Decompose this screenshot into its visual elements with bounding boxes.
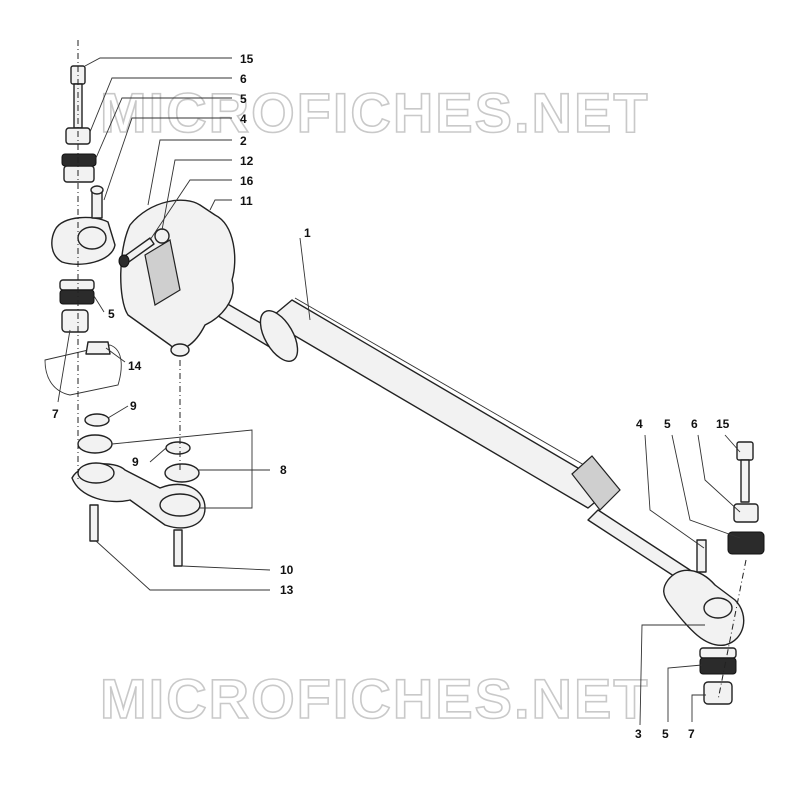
callout-15-left: 15 xyxy=(240,52,254,66)
frame-plate xyxy=(44,341,122,396)
bolt-13 xyxy=(89,504,99,542)
callout-5-left-bottom: 5 xyxy=(108,307,115,321)
watermark-bottom: MICROFICHES.NET xyxy=(100,667,650,730)
callout-7-left: 7 xyxy=(52,407,59,421)
bolt-15-right xyxy=(736,441,754,503)
callout-11: 11 xyxy=(240,194,253,208)
callout-15-right: 15 xyxy=(716,417,730,431)
callout-12: 12 xyxy=(240,154,254,168)
lower-bracket xyxy=(71,434,206,529)
callout-7-right: 7 xyxy=(688,727,695,741)
rod-end-right xyxy=(663,539,745,646)
bolt-16 xyxy=(118,237,155,268)
callout-numbers: 15 6 5 4 2 12 16 11 1 5 14 7 9 9 8 10 13… xyxy=(52,52,730,741)
callout-10: 10 xyxy=(280,563,294,577)
callout-4-left: 4 xyxy=(240,112,247,126)
callout-5-right-bottom: 5 xyxy=(662,727,669,741)
bearing-5-left-bottom xyxy=(59,279,95,305)
callout-6-right: 6 xyxy=(691,417,698,431)
callout-8: 8 xyxy=(280,463,287,477)
callout-13: 13 xyxy=(280,583,294,597)
callout-5-left-top: 5 xyxy=(240,92,247,106)
washer-9-right xyxy=(165,441,191,455)
callout-5-right-top: 5 xyxy=(664,417,671,431)
callout-3: 3 xyxy=(635,727,642,741)
callout-16: 16 xyxy=(240,174,254,188)
callout-9-right: 9 xyxy=(132,455,139,469)
bearing-5-left-top xyxy=(61,153,97,183)
bushing-7-left xyxy=(61,309,89,333)
callout-2: 2 xyxy=(240,134,247,148)
callout-4-right: 4 xyxy=(636,417,643,431)
bearing-5-right-bottom xyxy=(699,647,737,675)
bearing-5-right-top xyxy=(727,531,765,555)
callout-9-left: 9 xyxy=(130,399,137,413)
spacer-6-right xyxy=(733,503,759,523)
leader-lines xyxy=(57,57,741,726)
rod-end-left xyxy=(51,185,116,265)
bolt-10 xyxy=(173,529,183,567)
callout-14: 14 xyxy=(128,359,142,373)
washer-9-left xyxy=(84,413,110,427)
mounting-bracket xyxy=(120,199,236,357)
callout-1: 1 xyxy=(304,226,311,240)
bushing-7-right xyxy=(703,681,733,705)
watermark-top: MICROFICHES.NET xyxy=(100,81,650,144)
steering-cylinder xyxy=(199,294,691,581)
callout-6-left: 6 xyxy=(240,72,247,86)
